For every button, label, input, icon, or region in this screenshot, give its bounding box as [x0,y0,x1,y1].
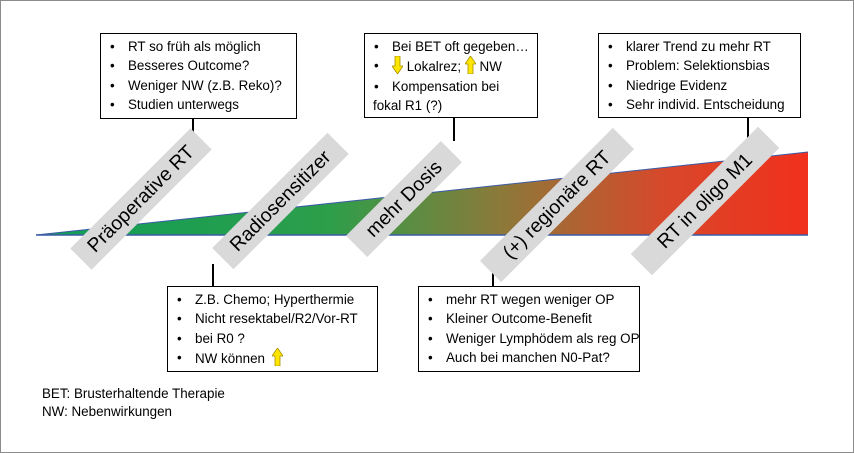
nw-koennen-text: NW können [195,351,265,367]
arrow-up-icon [271,348,283,367]
box-radiosensitizer: Z.B. Chemo; Hyperthermie Nicht resektabe… [167,286,378,372]
arrow-up-icon [464,56,476,75]
list-item: bei R0 ? [176,329,371,349]
arrow-down-icon [392,56,403,75]
list-item: Sehr individ. Entscheidung [607,95,794,115]
nw-text: NW [479,59,502,75]
list-item: Z.B. Chemo; Hyperthermie [176,290,371,310]
legend-bet: BET: Brusterhaltende Therapie [42,386,225,401]
box-praeoperative-rt: RT so früh als möglich Besseres Outcome?… [100,33,297,119]
list-item: RT so früh als möglich [109,37,290,57]
list-item: Kompensation bei [373,77,531,97]
list-item: Auch bei manchen N0-Pat? [427,348,633,368]
legend: BET: Brusterhaltende Therapie NW: Nebenw… [42,385,225,421]
list-item: Bei BET oft gegeben… [373,37,531,57]
list-item: Nicht resektabel/R2/Vor-RT [176,309,371,329]
list-item: Kleiner Outcome-Benefit [427,309,633,329]
list-item: Besseres Outcome? [109,56,290,76]
list-item: Lokalrez; NW [373,56,531,76]
list-item: Weniger Lymphödem als reg OP [427,329,640,349]
connector-b3 [453,117,455,141]
lokalrez-text: Lokalrez; [406,59,462,75]
legend-nw: NW: Nebenwirkungen [42,404,173,419]
connector-b5 [747,117,749,141]
box-rt-oligo-m1: klarer Trend zu mehr RT Problem: Selekti… [598,33,801,118]
list-item: Problem: Selektionsbias [607,56,794,76]
list-item: NW können [176,348,371,368]
list-item: Studien unterwegs [109,95,290,115]
list-item: mehr RT wegen weniger OP [427,290,633,310]
list-item: Weniger NW (z.B. Reko)? [109,76,290,96]
list-item: klarer Trend zu mehr RT [607,37,794,57]
list-item-continuation: fokal R1 (?) [373,98,443,114]
box-mehr-dosis: Bei BET oft gegeben… Lokalrez; NW Kompen… [364,33,538,118]
box-regionaere-rt: mehr RT wegen weniger OP Kleiner Outcome… [418,286,640,372]
list-item: Niedrige Evidenz [607,76,794,96]
connector-b2 [212,264,214,286]
connector-b4 [492,265,494,287]
